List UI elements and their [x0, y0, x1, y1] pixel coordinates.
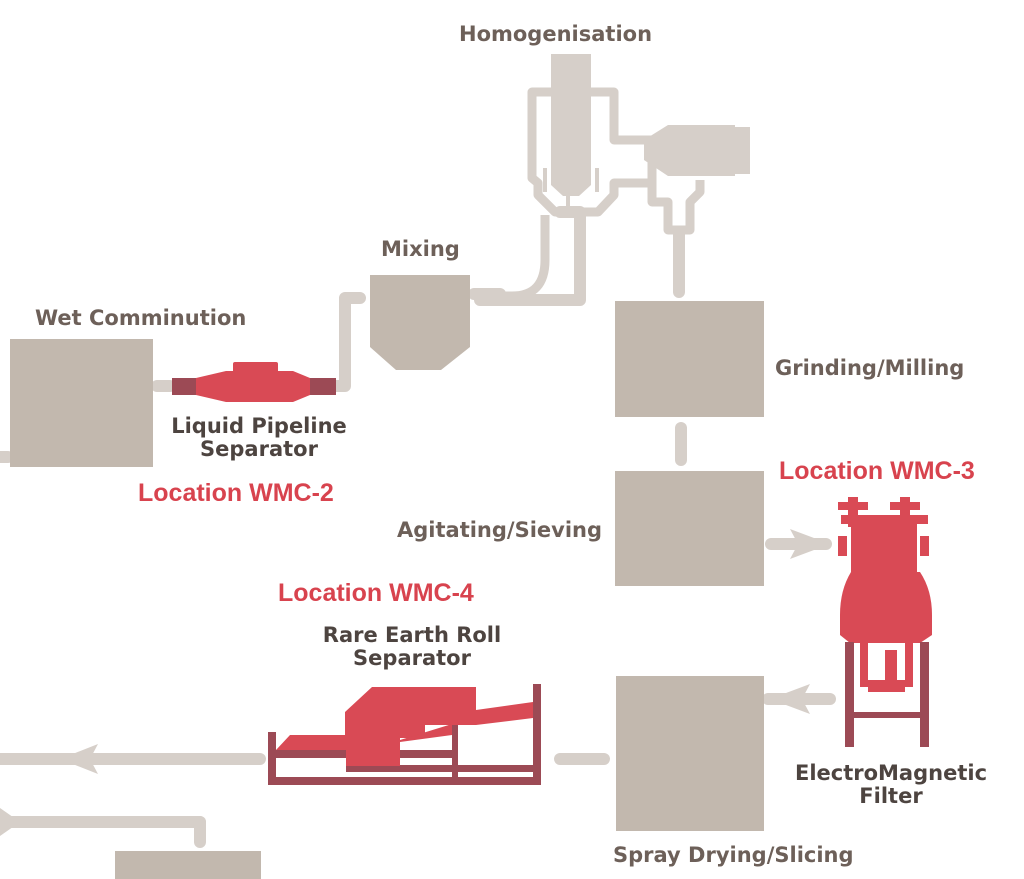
rare-earth-roll-separator-icon [268, 684, 541, 785]
mixing-label: Mixing [381, 237, 460, 261]
electromagnetic-filter-icon [838, 497, 932, 747]
grinding-milling-label: Grinding/Milling [775, 356, 965, 380]
rare-earth-roll-separator-label-line2: Separator [353, 646, 471, 671]
wet-comminution-box [10, 339, 153, 467]
location-wmc3-label: Location WMC-3 [779, 457, 975, 485]
flow-arrow-icon [0, 529, 830, 836]
spray-drying-slicing-label: Spray Drying/Slicing [613, 843, 854, 867]
rare-earth-roll-separator-label: Rare Earth Roll Separator [322, 623, 502, 671]
liquid-pipeline-separator-label: Liquid Pipeline Separator [171, 414, 347, 462]
bottom-left-box [115, 851, 261, 879]
rare-earth-roll-separator-label-line1: Rare Earth Roll [322, 623, 502, 647]
spray-drying-slicing-box [616, 676, 764, 831]
agitating-sieving-label: Agitating/Sieving [397, 518, 603, 542]
wet-comminution-label: Wet Comminution [35, 306, 247, 330]
liquid-pipeline-separator-label-line2: Separator [200, 437, 318, 462]
homogenisation-label: Homogenisation [459, 22, 653, 46]
electromagnetic-filter-label-line1: ElectroMagnetic [794, 761, 988, 785]
mixing-hopper-icon [370, 275, 470, 370]
location-wmc2-label: Location WMC-2 [138, 479, 334, 507]
location-wmc4-label: Location WMC-4 [278, 579, 474, 607]
liquid-pipeline-separator-label-line1: Liquid Pipeline [171, 414, 347, 438]
agitating-sieving-box [615, 471, 764, 586]
liquid-pipeline-separator-icon [172, 362, 336, 402]
electromagnetic-filter-label: ElectroMagnetic Filter [794, 761, 988, 809]
electromagnetic-filter-label-line2: Filter [859, 784, 923, 809]
grinding-milling-box [615, 301, 764, 417]
homogeniser-icon [490, 54, 750, 301]
